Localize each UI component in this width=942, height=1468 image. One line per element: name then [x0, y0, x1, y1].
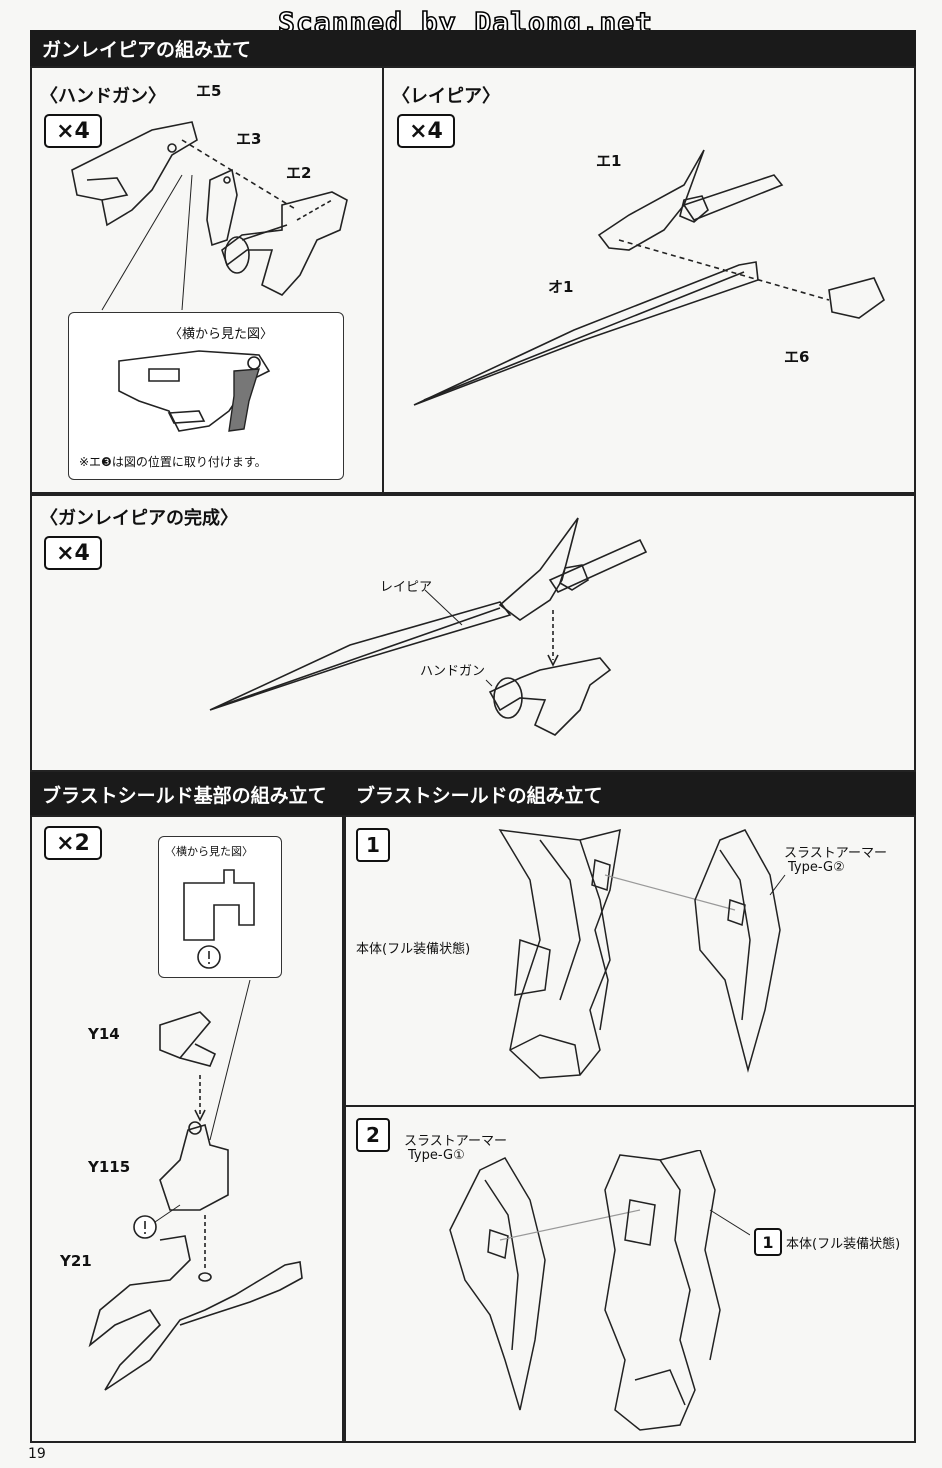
part-label-y115: Y115	[88, 1158, 131, 1176]
handgun-side-view-inset: 〈横から見た図〉 ※エ❸は図の位置に取り付けます。	[68, 312, 344, 480]
section-title: ブラストシールド基部の組み立て	[42, 784, 327, 807]
page-number: 19	[28, 1446, 46, 1462]
shield-base-side-view-inset: 〈横から見た図〉	[158, 836, 282, 978]
rapier-title: 〈レイピア〉	[392, 86, 500, 107]
part-label-y14: Y14	[88, 1025, 120, 1043]
handgun-title: 〈ハンドガン〉	[40, 86, 166, 107]
panel-gunrapier-complete	[30, 494, 916, 772]
label-thrust-armor-line2: Type-G①	[408, 1148, 465, 1163]
label-thrust-armor-line2: Type-G②	[788, 860, 845, 875]
shield-base-parts-illustration	[88, 980, 303, 1391]
shield-step2-illustration	[449, 1150, 750, 1431]
label-body-full-equipment: 本体(フル装備状態)	[356, 942, 471, 957]
section-header-shield-base: ブラストシールド基部の組み立て	[30, 772, 344, 816]
label-thrust-armor-line1: スラストアーマー	[404, 1134, 507, 1149]
part-label-e2: エ2	[286, 164, 312, 182]
inset-note: ※エ❸は図の位置に取り付けます。	[79, 455, 267, 469]
part-label-o1: オ1	[548, 278, 574, 296]
inset-title: 〈横から見た図〉	[169, 327, 274, 342]
section-header-gunrapier-assembly: ガンレイピアの組み立て	[30, 30, 916, 66]
rapier-quantity-badge: ×4	[397, 114, 455, 148]
gunrapier-complete-title: 〈ガンレイピアの完成〉	[40, 508, 238, 529]
section-title: ガンレイピアの組み立て	[42, 38, 252, 61]
handgun-quantity-badge: ×4	[44, 114, 102, 148]
label-rapier: レイピア	[380, 580, 433, 595]
panel-shield-base	[30, 815, 344, 1443]
handgun-side-view-drawing	[118, 350, 271, 432]
part-label-e6: エ6	[784, 348, 810, 366]
panel-shield-step-2	[344, 1105, 916, 1443]
label-body-full-equipment: 本体(フル装備状態)	[786, 1237, 901, 1252]
shield-step1-illustration	[498, 828, 786, 1079]
section-header-shield: ブラストシールドの組み立て	[344, 772, 916, 816]
step-number-1: 1	[356, 828, 390, 862]
part-label-y21: Y21	[60, 1252, 92, 1270]
shield-base-quantity-badge: ×2	[44, 826, 102, 860]
part-label-e3: エ3	[236, 130, 262, 148]
label-handgun: ハンドガン	[420, 664, 486, 679]
gunrapier-complete-quantity-badge: ×4	[44, 536, 102, 570]
part-label-e5: エ5	[196, 82, 222, 100]
rapier-parts-illustration	[413, 149, 885, 406]
panel-rapier	[382, 66, 916, 494]
inset-title: 〈横から見た図〉	[165, 845, 253, 858]
gunrapier-complete-illustration	[209, 517, 648, 736]
step-reference-1: 1	[754, 1228, 782, 1256]
shield-base-side-view-drawing	[183, 869, 255, 969]
step-number-2: 2	[356, 1118, 390, 1152]
section-title: ブラストシールドの組み立て	[356, 784, 603, 807]
part-label-e1: エ1	[596, 152, 622, 170]
handgun-parts-illustration	[71, 121, 348, 311]
label-thrust-armor-line1: スラストアーマー	[784, 846, 887, 861]
